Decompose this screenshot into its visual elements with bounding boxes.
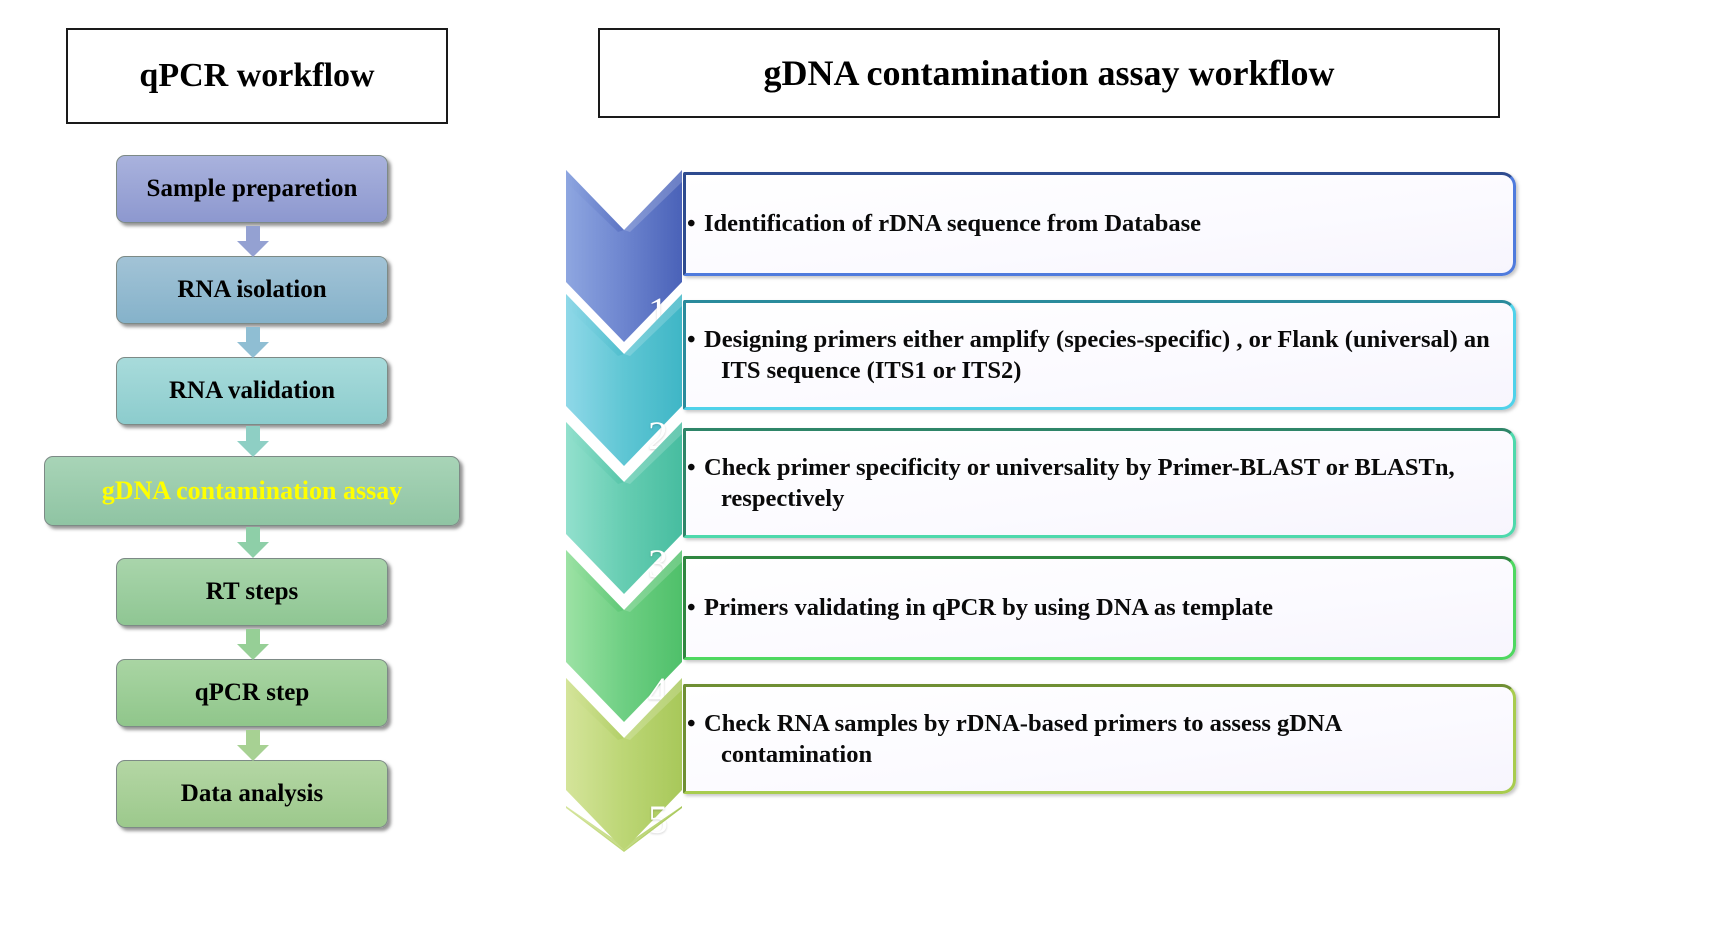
flow-step-label: Data analysis xyxy=(180,780,324,807)
step-chevron-5: 5 xyxy=(566,678,682,850)
step-textbox-5: Check RNA samples by rDNA-based primers … xyxy=(683,684,1516,794)
flow-arrow-1-icon xyxy=(236,226,270,258)
flow-step-7: Data analysis xyxy=(116,760,388,828)
step-textbox-3: Check primer specificity or universality… xyxy=(683,428,1516,538)
step-description: Identification of rDNA sequence from Dat… xyxy=(703,208,1217,239)
flow-step-2: RNA isolation xyxy=(116,256,388,324)
flow-step-1: Sample preparetion xyxy=(116,155,388,223)
step-chevron-1: 1 xyxy=(566,170,682,342)
flow-step-4: gDNA contamination assay xyxy=(44,456,460,526)
step-textbox-2: Designing primers either amplify (specie… xyxy=(683,300,1516,410)
right-panel-title: gDNA contamination assay workflow xyxy=(598,28,1500,118)
flow-step-label: RT steps xyxy=(205,578,299,605)
step-textbox-1: Identification of rDNA sequence from Dat… xyxy=(683,172,1516,276)
flow-step-label: RNA isolation xyxy=(177,276,327,303)
step-description: Check RNA samples by rDNA-based primers … xyxy=(703,708,1513,771)
step-description: Check primer specificity or universality… xyxy=(703,452,1513,515)
flow-arrow-5-icon xyxy=(236,629,270,661)
flow-step-label: Sample preparetion xyxy=(146,175,358,202)
left-panel-title: qPCR workflow xyxy=(66,28,448,124)
step-description: Primers validating in qPCR by using DNA … xyxy=(703,592,1289,623)
chevron-tail xyxy=(566,806,682,852)
flow-step-label: qPCR step xyxy=(194,679,310,706)
flow-arrow-6-icon xyxy=(236,730,270,762)
step-textbox-4: Primers validating in qPCR by using DNA … xyxy=(683,556,1516,660)
flow-step-label: gDNA contamination assay xyxy=(101,476,403,505)
flow-step-3: RNA validation xyxy=(116,357,388,425)
flow-arrow-2-icon xyxy=(236,327,270,359)
flow-step-5: RT steps xyxy=(116,558,388,626)
flow-arrow-4-icon xyxy=(236,527,270,559)
flow-arrow-3-icon xyxy=(236,426,270,458)
step-description: Designing primers either amplify (specie… xyxy=(703,324,1513,387)
step-chevron-2: 2 xyxy=(566,294,682,466)
flow-step-6: qPCR step xyxy=(116,659,388,727)
flow-step-label: RNA validation xyxy=(168,377,335,404)
